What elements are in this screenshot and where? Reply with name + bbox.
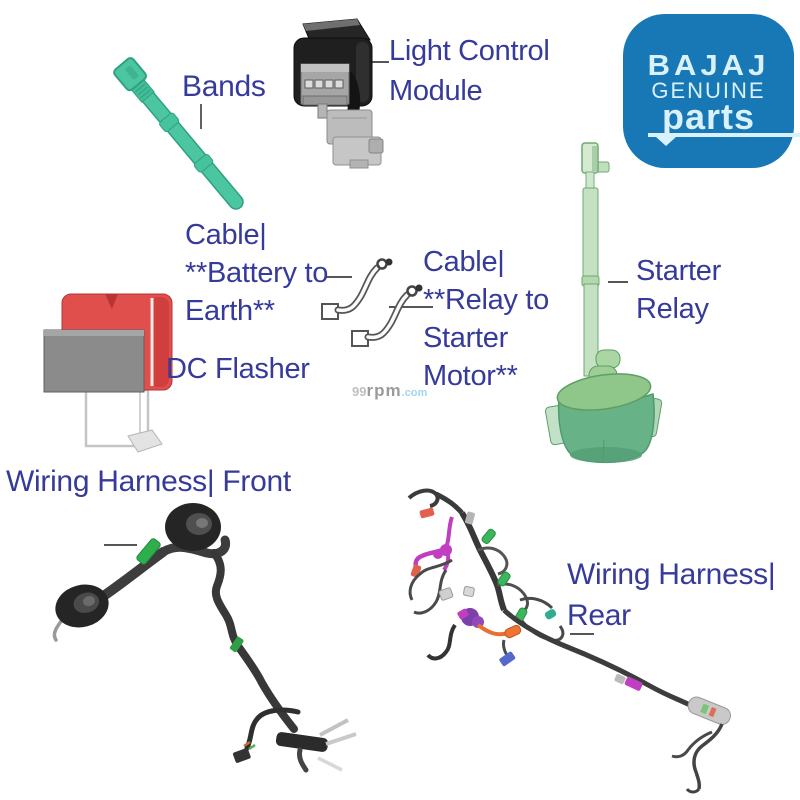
light-control-module-label-line1: Light Control (389, 35, 550, 67)
bajaj-genuine-parts-logo: BAJAJ GENUINE parts (623, 14, 800, 168)
cable-battery-to-earth-illustration (321, 258, 393, 320)
cable-relay-label-line4: Motor** (423, 360, 518, 392)
starter-relay-label: Starter Relay (636, 252, 721, 328)
brand-subtitle: GENUINE (651, 78, 766, 103)
dc-flasher-illustration (43, 293, 173, 453)
cable-battery-label-line3: Earth** (185, 295, 275, 327)
inline-connector (687, 696, 731, 725)
bands-illustration (113, 57, 244, 210)
light-control-module-label-line2: Module (389, 75, 483, 107)
brand-parts-word: parts (661, 96, 756, 137)
cable-relay-label-line1: Cable| (423, 246, 505, 278)
watermark-prefix: 99 (352, 384, 367, 399)
green-clip (136, 538, 161, 565)
light-control-module-label: Light Control Module (389, 31, 550, 111)
wiring-harness-rear-label-line2: Rear (567, 599, 631, 632)
wiring-harness-rear-label: Wiring Harness| Rear (567, 554, 776, 636)
starter-relay-label-line1: Starter (636, 255, 721, 287)
cable-battery-label-line2: **Battery to (185, 257, 329, 289)
wiring-harness-front-label: Wiring Harness| Front (6, 465, 291, 498)
starter-relay-label-line2: Relay (636, 293, 709, 325)
cable-battery-label-line1: Cable| (185, 219, 267, 251)
cable-relay-label-line2: **Relay to (423, 284, 549, 316)
cable-relay-label-line3: Starter (423, 322, 508, 354)
dc-flasher-label: DC Flasher (166, 353, 310, 385)
light-control-module-illustration (293, 18, 384, 169)
starter-relay-illustration (544, 142, 663, 464)
wiring-harness-front-illustration (52, 503, 357, 773)
logo-underline (648, 133, 800, 146)
wiring-harness-rear-illustration (407, 488, 731, 794)
logo-arrow-down-icon (656, 137, 676, 146)
watermark: 99rpm.com (352, 381, 427, 401)
wiring-harness-rear-label-line1: Wiring Harness| (567, 558, 776, 591)
brand-title: BAJAJ (647, 49, 770, 82)
bands-label: Bands (182, 70, 266, 103)
cable-relay-to-starter-illustration (351, 284, 423, 347)
watermark-suffix: .com (401, 387, 428, 399)
cable-battery-to-earth-label: Cable| **Battery to Earth** (185, 216, 328, 330)
watermark-name: rpm (366, 381, 402, 400)
cable-relay-to-starter-label: Cable| **Relay to Starter Motor** (423, 243, 549, 395)
